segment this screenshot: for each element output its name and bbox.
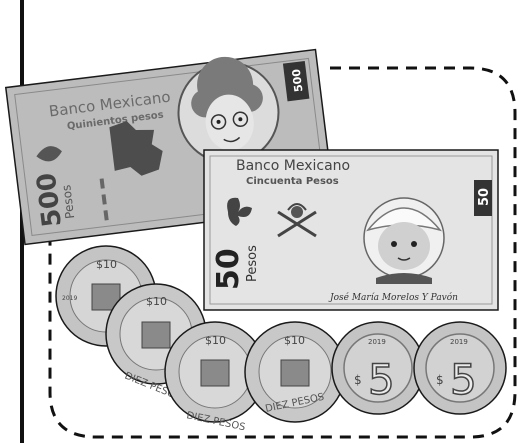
coin-5-2-currency: $ [436,373,444,387]
coin-5-1-year: 2019 [368,338,386,346]
coin-5-1: 2019 5 $ [331,321,425,415]
bill-50-unit: Pesos [245,245,260,282]
coin-5-1-currency: $ [354,373,362,387]
coin-10-1-year: 2019 [62,295,77,302]
bill-500-unit: Pesos [59,184,77,219]
bill-500-value: 500 [32,171,68,229]
crossed-emblem-icon [277,210,317,238]
coin-10-4-value: $10 [284,334,305,347]
coin-5-2-value: 5 [450,355,477,404]
coin-10-1-value: $10 [96,258,117,271]
coin-5-1-value: 5 [368,355,395,404]
map-silhouette-icon [109,121,163,176]
coin-5-2: 2019 5 $ [413,321,507,415]
bill-50: Banco Mexicano Cincuenta Pesos 50 50 Pes… [203,149,499,311]
bill-50-signature: José María Morelos Y Pavón [328,292,458,303]
bill-50-bank: Banco Mexicano [236,158,350,174]
coin-10-4: $10 DIEZ PESOS [244,321,346,423]
butterfly-icon [227,197,252,226]
bill-500-corner-value: 500 [290,68,306,93]
bill-50-words: Cincuenta Pesos [246,176,339,187]
coin-10-3-value: $10 [205,334,226,347]
coin-10-3: $10 DIEZ PESOS [164,321,266,433]
coin-10-2-value: $10 [146,295,167,308]
leaf-icon [36,146,62,162]
coin-5-2-year: 2019 [450,338,468,346]
bill-50-corner-value: 50 [477,188,492,206]
dashed-frame [48,66,517,439]
bill-50-value: 50 [211,248,246,290]
